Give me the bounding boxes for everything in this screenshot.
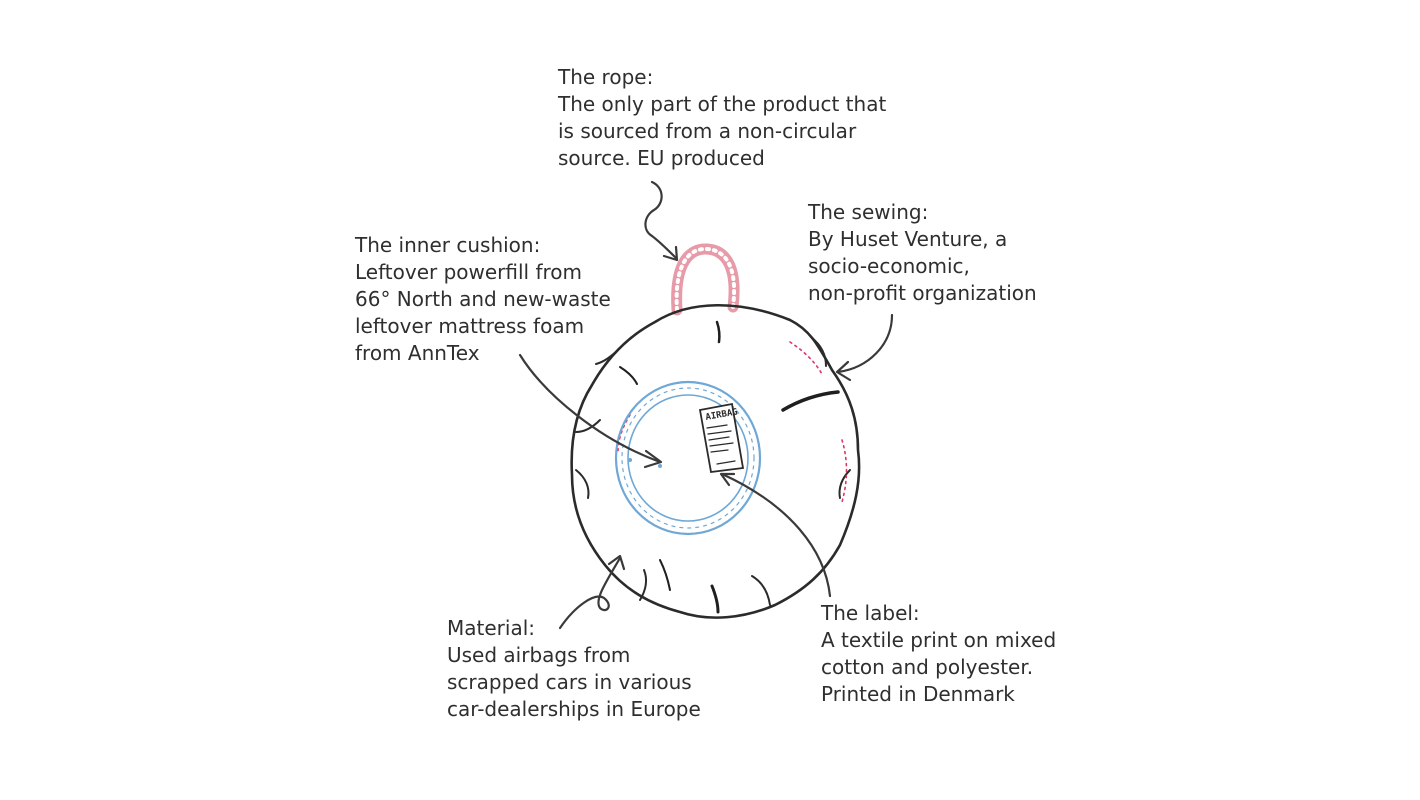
annotation-rope-line-3: source. EU produced — [558, 146, 765, 170]
annotation-material-line-2: scrapped cars in various — [447, 670, 692, 694]
annotation-label-line-3: Printed in Denmark — [821, 682, 1015, 706]
product-label: AIRBAG — [698, 402, 745, 473]
annotation-sewing-line-2: socio-economic, — [808, 254, 970, 278]
inner-cushion-ring — [614, 380, 762, 536]
annotation-label-title: The label: — [821, 601, 920, 625]
annotation-sewing-line-1: By Huset Venture, a — [808, 227, 1008, 251]
annotation-inner-cushion-line-4: from AnnTex — [355, 341, 480, 365]
annotation-sewing: The sewing: By Huset Venture, a socio-ec… — [808, 199, 1037, 307]
inner-cushion-arrow — [518, 353, 663, 469]
annotation-sewing-line-3: non-profit organization — [808, 281, 1037, 305]
annotation-inner-cushion-line-2: 66° North and new-waste — [355, 287, 611, 311]
annotation-material: Material: Used airbags from scrapped car… — [447, 615, 701, 723]
annotation-material-line-3: car-dealerships in Europe — [447, 697, 701, 721]
annotation-label: The label: A textile print on mixed cott… — [821, 600, 1056, 708]
annotation-arrows — [518, 180, 894, 630]
material-arrow — [558, 554, 626, 630]
annotation-label-line-2: cotton and polyester. — [821, 655, 1034, 679]
annotation-rope-line-1: The only part of the product that — [558, 92, 887, 116]
annotation-rope-line-2: is sourced from a non-circular — [558, 119, 857, 143]
outer-wrinkles — [575, 337, 851, 606]
sewing-arrow — [835, 313, 894, 382]
label-arrow — [719, 472, 832, 598]
annotation-label-line-1: A textile print on mixed — [821, 628, 1057, 652]
annotation-rope: The rope: The only part of the product t… — [558, 64, 886, 172]
rope-loop — [671, 243, 740, 316]
cushion-seams — [619, 320, 840, 614]
rope-arrow — [644, 180, 679, 262]
product-label-lines — [706, 424, 736, 465]
annotation-sewing-title: The sewing: — [808, 200, 929, 224]
annotation-inner-cushion: The inner cushion: Leftover powerfill fr… — [355, 232, 611, 367]
seam-stitching — [617, 341, 848, 503]
annotation-material-line-1: Used airbags from — [447, 643, 631, 667]
annotation-material-title: Material: — [447, 616, 535, 640]
annotation-rope-title: The rope: — [558, 65, 654, 89]
annotation-inner-cushion-line-3: leftover mattress foam — [355, 314, 585, 338]
annotation-inner-cushion-title: The inner cushion: — [355, 233, 541, 257]
annotation-inner-cushion-line-1: Leftover powerfill from — [355, 260, 583, 284]
